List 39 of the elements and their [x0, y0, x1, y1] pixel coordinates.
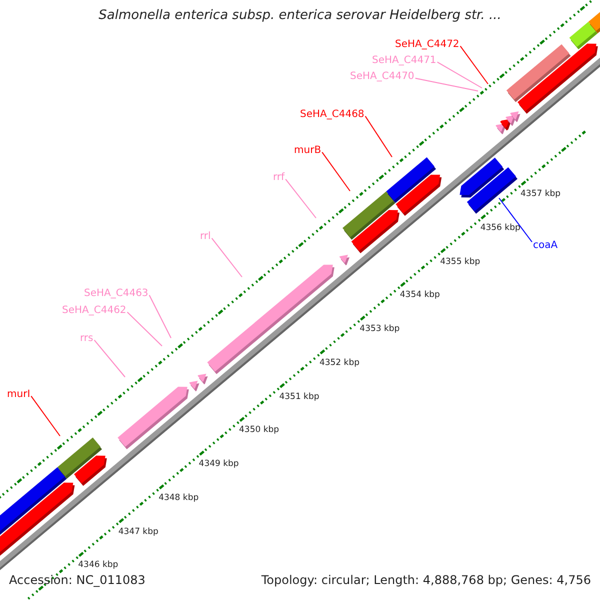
leader-line [414, 78, 478, 92]
gene-label: murB [294, 145, 322, 156]
scale-label: 4354 kbp [400, 291, 440, 301]
leader-line [126, 312, 162, 346]
scale-label: 4357 kbp [520, 190, 561, 200]
gene-label: rrl [200, 231, 211, 242]
leader-line [364, 116, 392, 158]
leader-line [498, 198, 532, 242]
leader-line [30, 396, 60, 436]
gene-label: SeHA_C4462 [62, 305, 126, 316]
scale-label: 4352 kbp [319, 358, 360, 368]
leader-line [211, 238, 242, 278]
gene-label: coaA [533, 240, 558, 251]
leader-line [460, 46, 488, 84]
gene-label: SeHA_C4463 [84, 288, 148, 299]
leader-line [322, 152, 350, 192]
leader-line [436, 62, 482, 88]
scale-label: 4350 kbp [239, 426, 280, 436]
scale-label: 4347 kbp [118, 528, 158, 537]
gene-label: rrs [80, 333, 94, 344]
scale-label: 4349 kbp [198, 460, 239, 470]
scale-label: 4351 kbp [279, 392, 320, 402]
scale-label: 4355 kbp [440, 258, 480, 267]
scale-label: 4346 kbp [78, 561, 118, 571]
leader-line [148, 294, 172, 338]
leader-line [285, 178, 316, 218]
gene-label: SeHA_C4468 [300, 109, 364, 120]
scale-label: 4353 kbp [360, 325, 400, 334]
gene-label: SeHA_C4470 [350, 71, 414, 82]
gene-label: SeHA_C4472 [395, 39, 460, 50]
gene-label: murI [7, 389, 30, 400]
gene-label: rrf [273, 172, 285, 183]
leader-line [94, 340, 126, 378]
scale-label: 4348 kbp [158, 494, 199, 504]
accession-text: Accession: NC_011083 [9, 574, 146, 588]
summary-text: Topology: circular; Length: 4,888,768 bp; Genes: 4,756 [261, 574, 591, 588]
title: Salmonella enterica subsp. enterica serovar Heidelberg str. ... [98, 9, 502, 24]
scale-label: 4356 kbp [480, 224, 520, 234]
gene-label: SeHA_C4471 [372, 55, 436, 66]
